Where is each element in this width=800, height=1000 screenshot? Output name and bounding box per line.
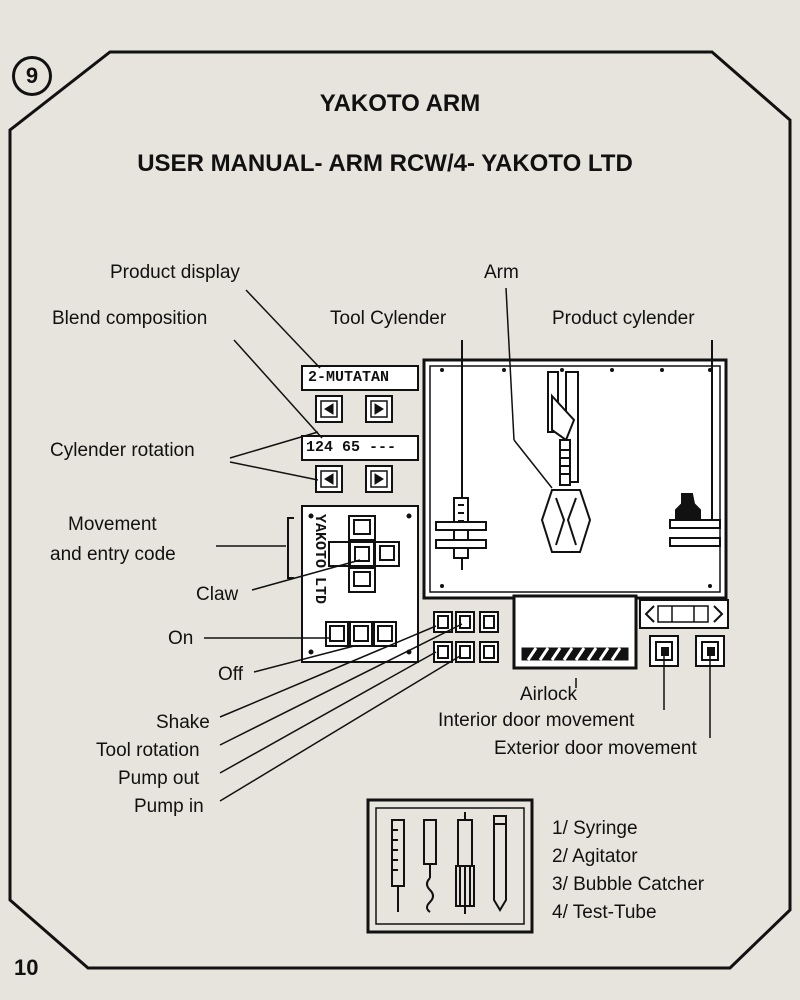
syringe-icon (391, 819, 405, 912)
label-off: Off (218, 664, 243, 685)
test-tube-icon (493, 815, 507, 912)
label-entry-code: and entry code (50, 544, 176, 565)
legend-item: 1/ Syringe (552, 818, 638, 839)
legend-item: 4/ Test-Tube (552, 902, 657, 923)
leader-lines (204, 287, 711, 802)
door-controls (639, 599, 729, 629)
label-cylender-rotation: Cylender rotation (50, 440, 195, 461)
label-product-cylender: Product cylender (552, 308, 695, 329)
label-airlock: Airlock (520, 684, 578, 705)
label-pump-in: Pump in (134, 796, 204, 817)
on-off-buttons[interactable] (325, 621, 397, 647)
label-interior-door: Interior door movement (438, 710, 635, 731)
label-arm: Arm (484, 262, 519, 283)
arm (540, 371, 592, 553)
legend-item: 3/ Bubble Catcher (552, 874, 705, 895)
blend-composition-text: 124 65 --- (306, 439, 397, 456)
label-tool-cylender: Tool Cylender (330, 308, 447, 329)
agitator-icon (423, 819, 437, 913)
legend-item: 2/ Agitator (552, 846, 638, 867)
product-cylender (669, 340, 721, 547)
airlock (512, 594, 638, 670)
page-border (8, 50, 792, 970)
page-number: 10 (14, 955, 39, 980)
label-blend-composition: Blend composition (52, 308, 208, 329)
movement-keypad[interactable] (328, 515, 400, 593)
product-display-box (301, 365, 419, 391)
label-exterior-door: Exterior door movement (494, 738, 697, 759)
label-claw: Claw (196, 584, 239, 605)
cylender-rotation-left-button-bottom[interactable] (315, 465, 343, 493)
tools-legend-box (366, 798, 534, 934)
cylender-rotation-left-button-top[interactable] (315, 395, 343, 423)
label-shake: Shake (156, 712, 210, 733)
cylender-rotation-right-button-top[interactable] (365, 395, 393, 423)
blend-composition-box (301, 435, 419, 461)
main-screen (422, 340, 728, 600)
bubble-catcher-icon (455, 812, 475, 914)
page-title: YAKOTO ARM (319, 90, 481, 117)
claw-button[interactable] (349, 541, 375, 567)
label-pump-out: Pump out (118, 768, 200, 789)
label-movement: Movement (68, 514, 157, 535)
tool-cylender (435, 340, 487, 570)
cylender-rotation-right-button-bottom[interactable] (365, 465, 393, 493)
page-subtitle: USER MANUAL- ARM RCW/4- YAKOTO LTD (137, 150, 633, 177)
label-tool-rotation: Tool rotation (96, 740, 200, 761)
label-product-display: Product display (110, 262, 240, 283)
control-panel (287, 365, 419, 663)
label-on: On (168, 628, 194, 649)
tool-buttons[interactable] (433, 611, 499, 663)
product-display-text: 2-MUTATAN (308, 369, 390, 386)
chapter-number-badge: 9 (12, 56, 52, 96)
panel-brand: YAKOTO LTD (311, 514, 328, 605)
